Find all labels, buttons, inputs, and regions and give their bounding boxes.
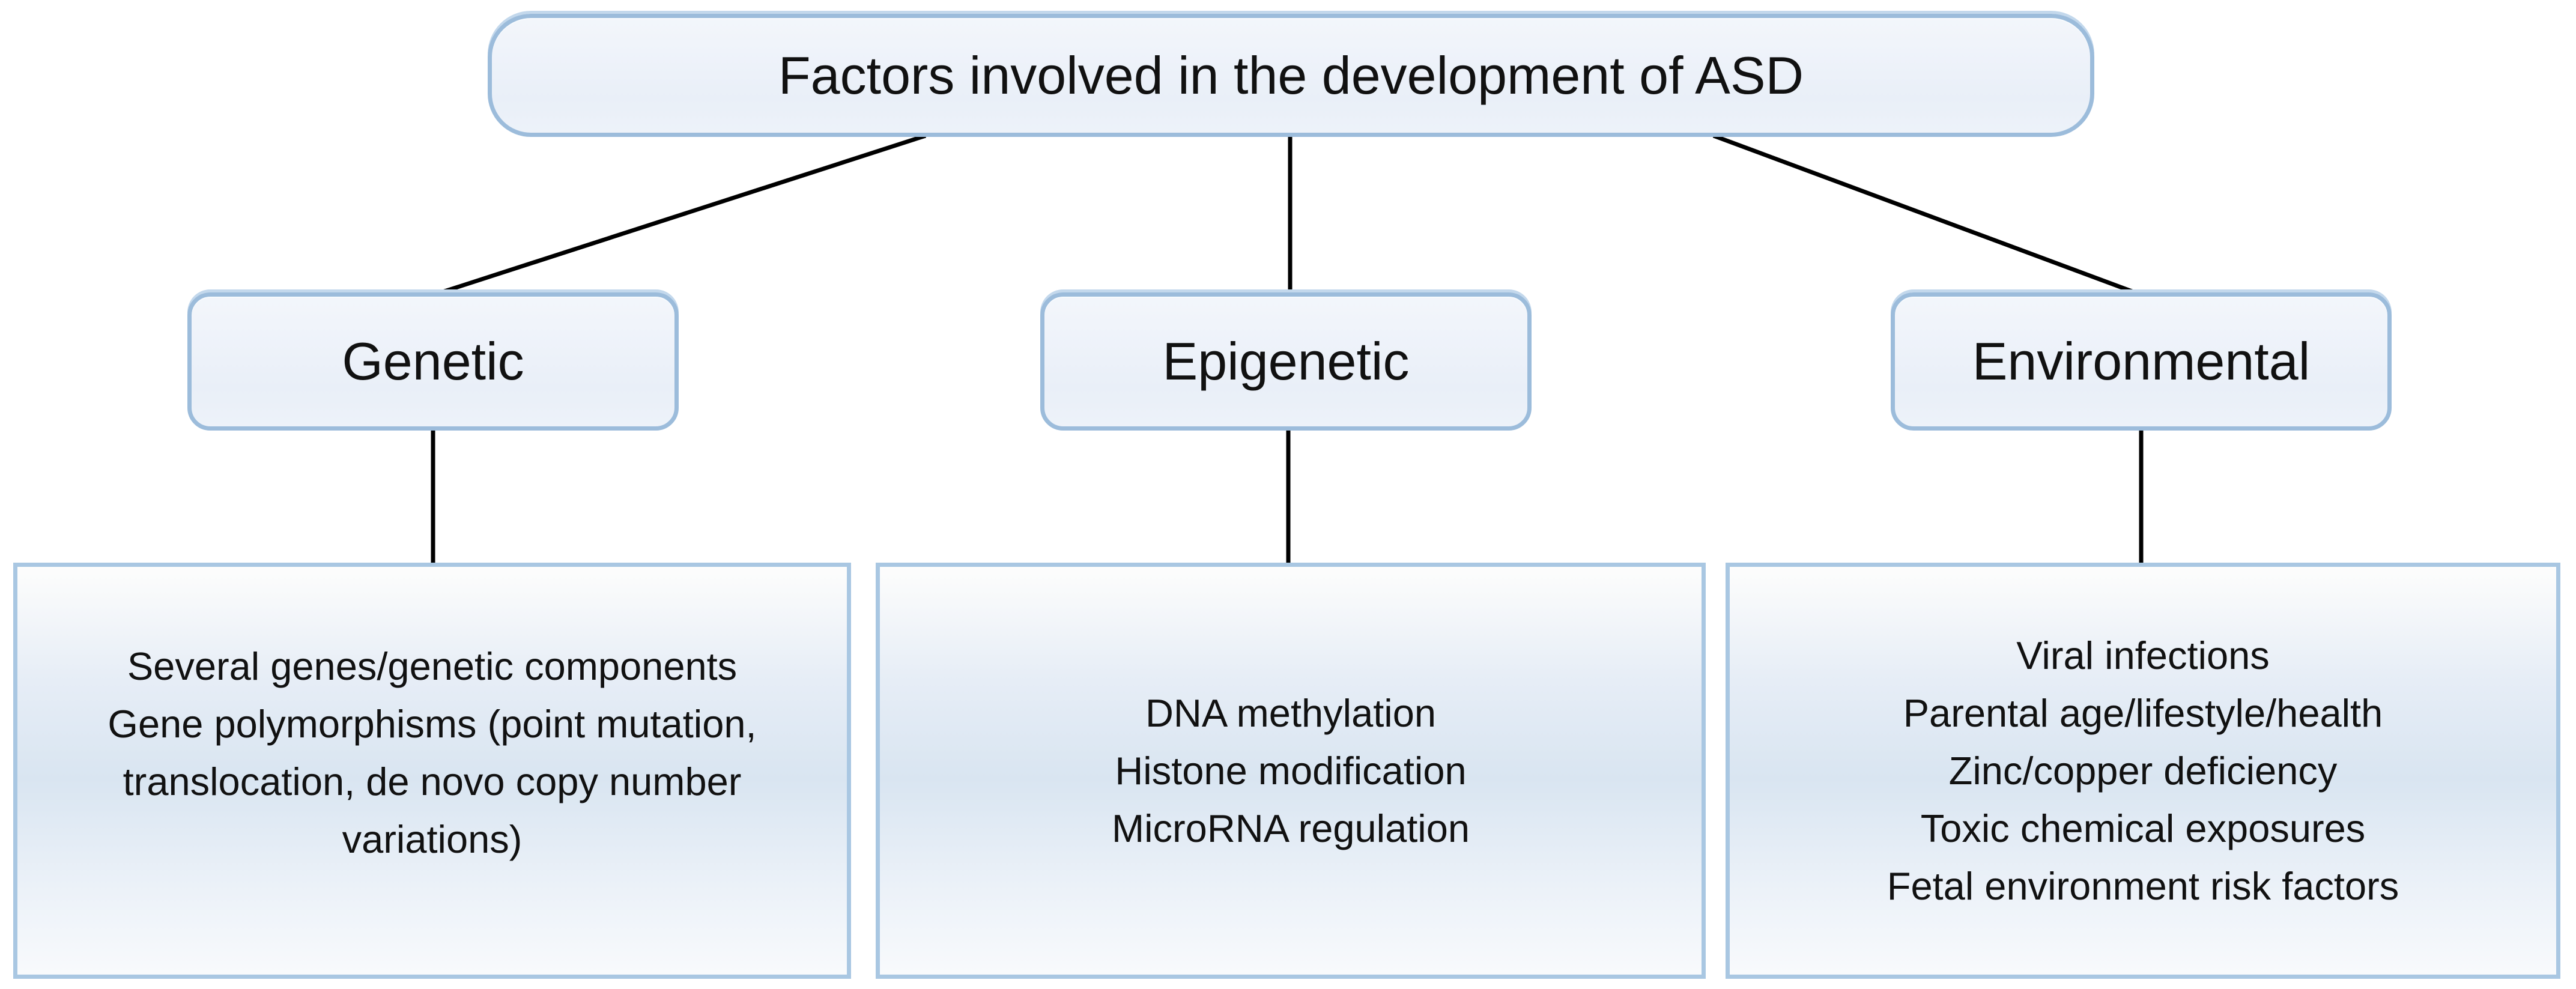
environmental-label: Environmental — [1972, 331, 2311, 391]
connector-root-to-genetic — [436, 133, 927, 296]
detail-line: MicroRNA regulation — [1111, 806, 1470, 850]
epigenetic-label: Epigenetic — [1162, 331, 1410, 391]
epigenetic-details-box: DNA methylation Histone modification Mic… — [876, 563, 1706, 979]
root-box: Factors involved in the development of A… — [488, 14, 2094, 137]
genetic-box: Genetic — [187, 292, 679, 431]
detail-line: Gene polymorphisms (point mutation, — [108, 701, 757, 746]
detail-line: Histone modification — [1115, 748, 1467, 793]
connector-root-to-environmental — [1712, 133, 2139, 296]
detail-line: Several genes/genetic components — [127, 644, 738, 688]
detail-line: DNA methylation — [1145, 691, 1437, 735]
genetic-details-box: Several genes/genetic components Gene po… — [13, 563, 851, 979]
environmental-box: Environmental — [1891, 292, 2392, 431]
environmental-details-text: Viral infections Parental age/lifestyle/… — [1887, 627, 2399, 915]
detail-line: Parental age/lifestyle/health — [1903, 691, 2383, 735]
epigenetic-box: Epigenetic — [1040, 292, 1532, 431]
detail-line: Toxic chemical exposures — [1920, 806, 2366, 850]
genetic-label: Genetic — [342, 331, 524, 391]
detail-line: variations) — [342, 817, 523, 861]
detail-line: translocation, de novo copy number — [123, 759, 742, 803]
detail-line: Zinc/copper deficiency — [1948, 748, 2338, 793]
epigenetic-details-text: DNA methylation Histone modification Mic… — [1112, 685, 1470, 857]
detail-line: Viral infections — [2016, 633, 2270, 677]
detail-line: Fetal environment risk factors — [1887, 863, 2399, 908]
environmental-details-box: Viral infections Parental age/lifestyle/… — [1726, 563, 2560, 979]
genetic-details-text: Several genes/genetic components Gene po… — [108, 638, 756, 868]
root-label: Factors involved in the development of A… — [778, 45, 1804, 105]
